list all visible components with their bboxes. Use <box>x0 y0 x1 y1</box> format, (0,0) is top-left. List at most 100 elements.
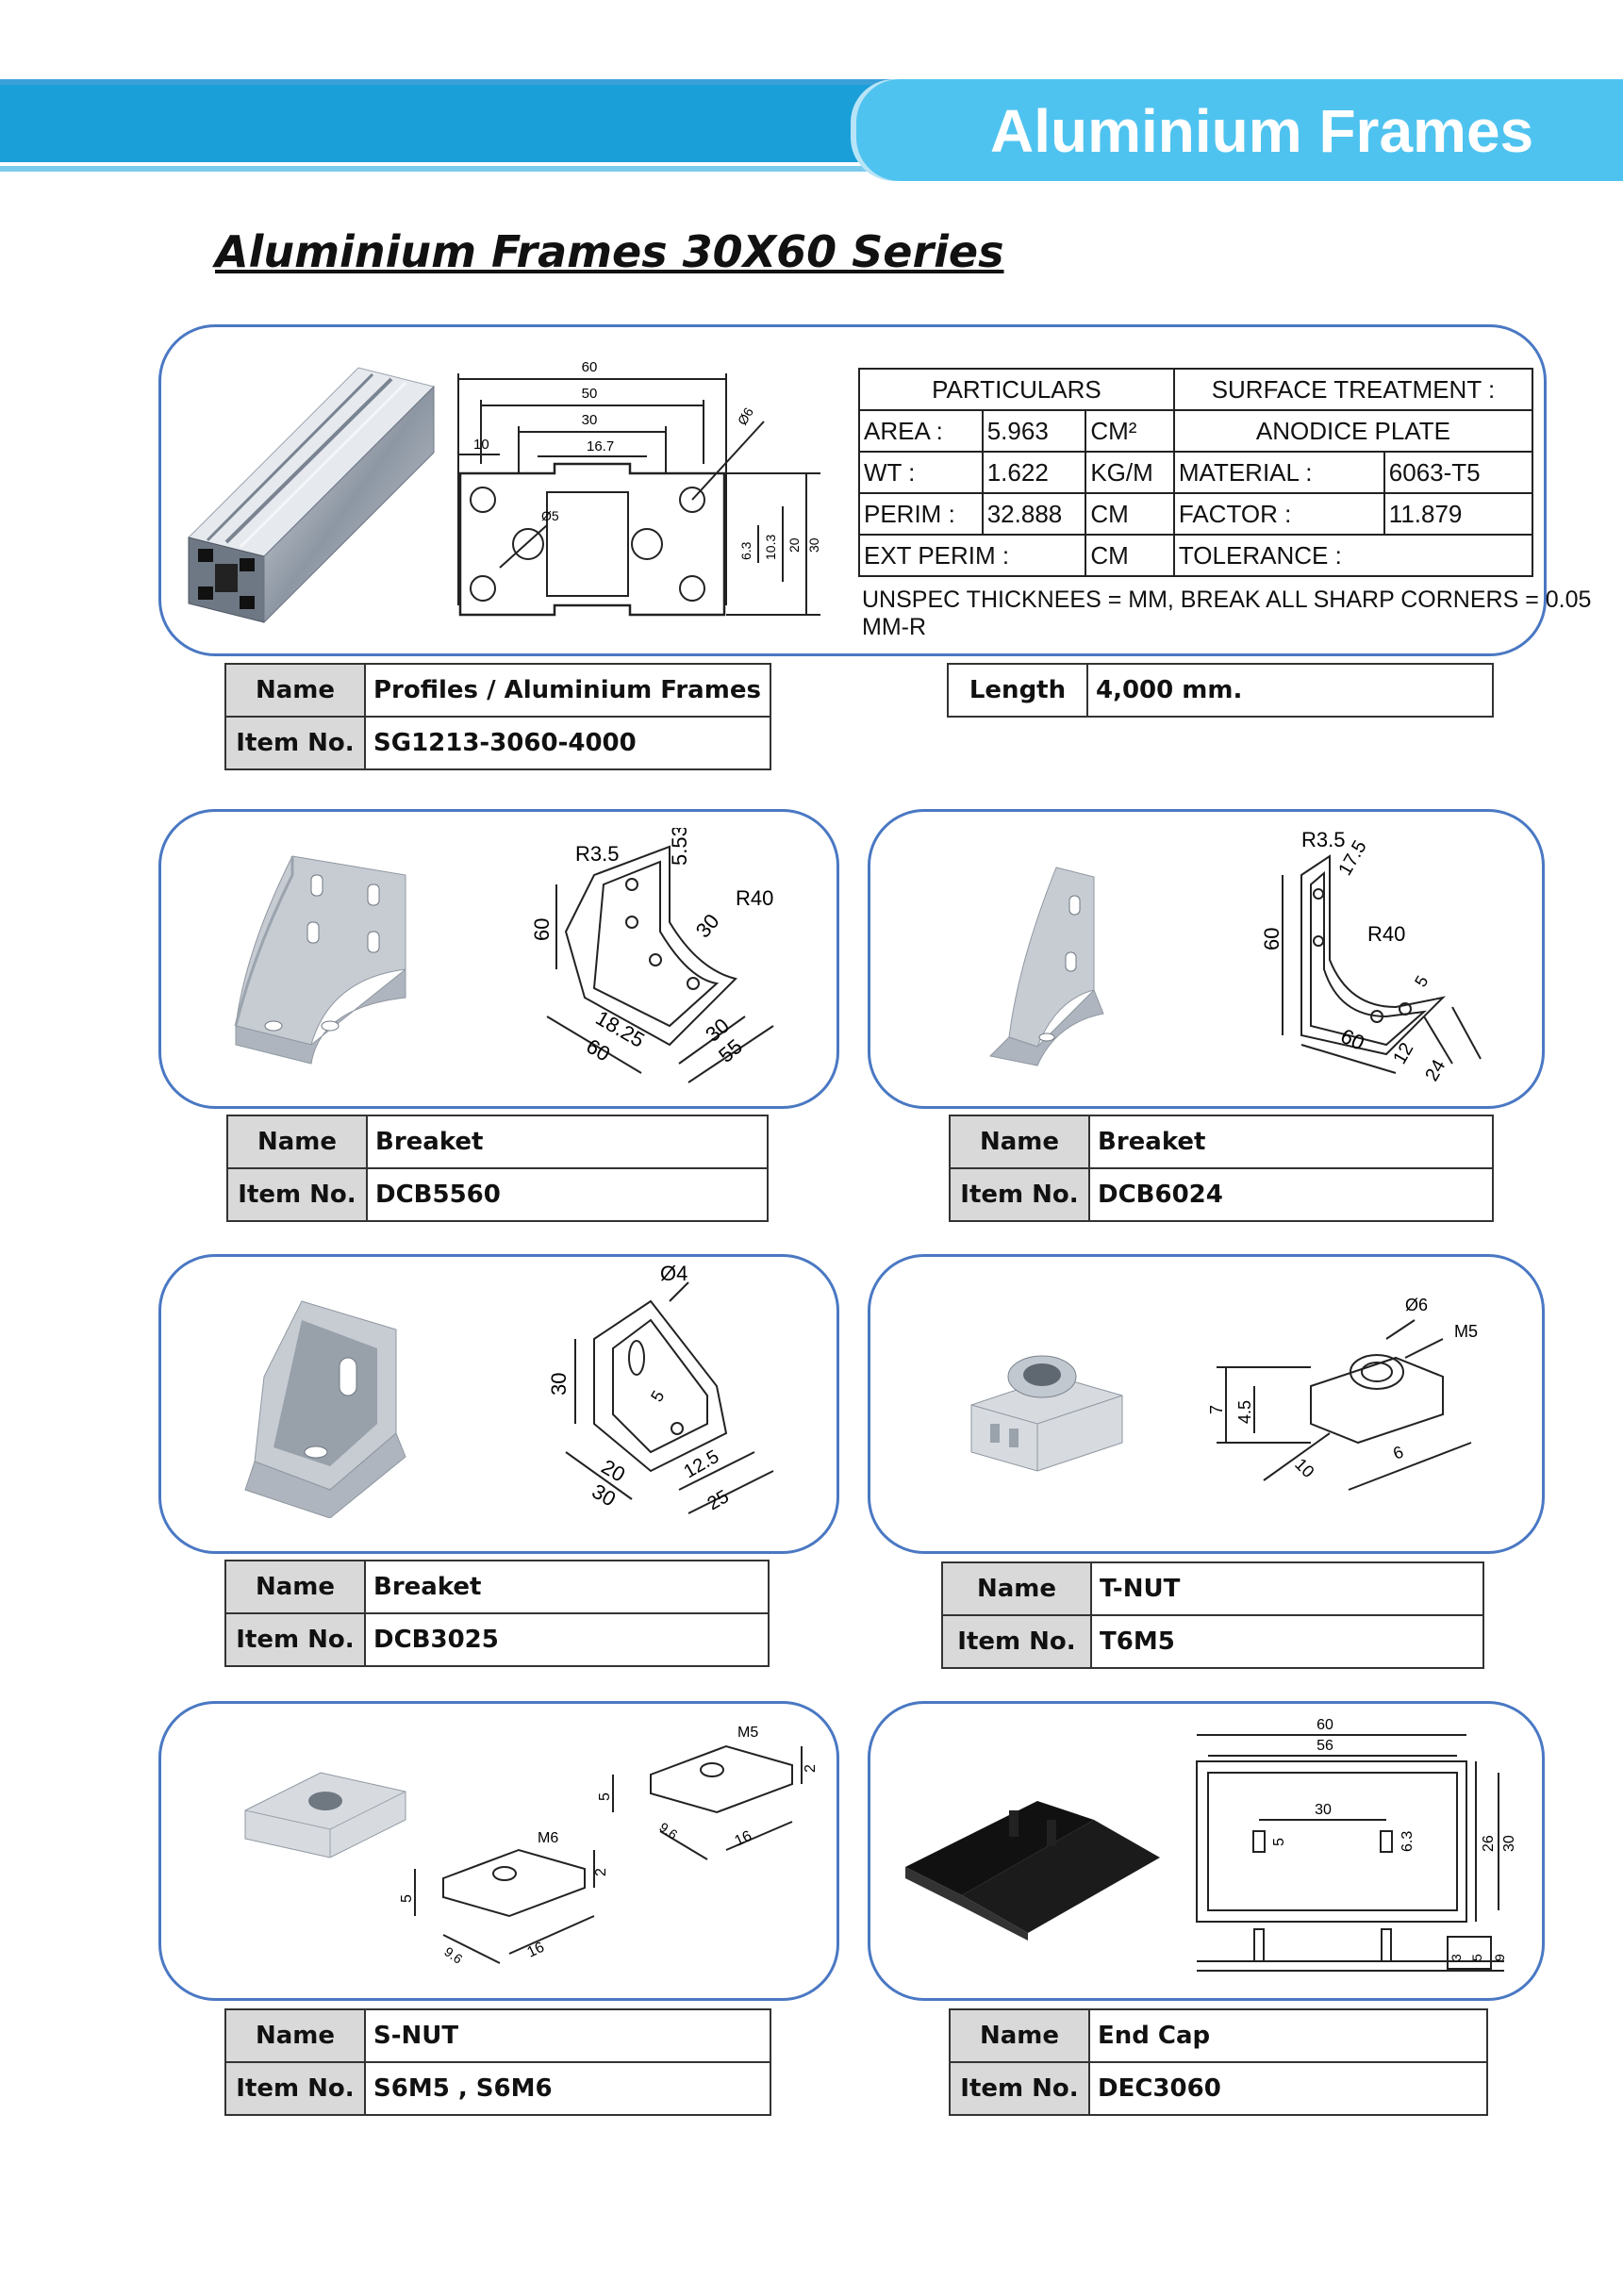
spec-ext-perim-unit: CM <box>1085 534 1175 577</box>
dim-12: 12 <box>1389 1039 1417 1067</box>
end-cap-image <box>905 1801 1160 1941</box>
dim-56: 56 <box>1317 1738 1333 1754</box>
dim-60-vertical: 60 <box>530 918 554 941</box>
dim-16-bottom: 16 <box>525 1940 547 1961</box>
dim-r40: R40 <box>1367 922 1405 946</box>
dim-9: 9 <box>1492 1954 1507 1961</box>
dim-6-3: 6.3 <box>1399 1831 1416 1852</box>
end-cap-drawing: 60 56 30 5 6.3 26 30 3 5 9 <box>1196 1717 1517 1972</box>
name-label: Name <box>224 2008 366 2063</box>
spec-particulars: PARTICULARS <box>858 368 1175 411</box>
profile-name-label: Name <box>224 663 366 718</box>
spec-material-label: MATERIAL : <box>1172 451 1385 494</box>
spec-wt-unit: KG/M <box>1085 451 1175 494</box>
header-band-top <box>0 79 1623 85</box>
profile-drawing: 60 50 30 10 16.7 Ø5 Ø6 6.3 10.3 20 30 <box>457 359 820 617</box>
dim-phi4: Ø4 <box>660 1264 687 1285</box>
s-nut-drawing: M5 5 2 9.6 16 M6 5 2 9.6 16 <box>399 1725 819 1967</box>
spec-area-label: AREA : <box>858 409 984 453</box>
item-label: Item No. <box>226 1167 368 1222</box>
header-band-line <box>0 166 1623 172</box>
part-name: Breaket <box>1088 1115 1494 1169</box>
t-nut-image <box>970 1355 1123 1472</box>
profile-info-table: Name Profiles / Aluminium Frames Item No… <box>224 663 771 770</box>
dim-60: 60 <box>582 359 598 375</box>
spec-area-unit: CM² <box>1085 409 1175 453</box>
dim-10-3: 10.3 <box>763 535 778 560</box>
dim-12-5: 12.5 <box>681 1446 723 1483</box>
profile-item-value: SG1213-3060-4000 <box>364 716 771 770</box>
dim-5: 5 <box>647 1387 668 1405</box>
profile-item-label: Item No. <box>224 716 366 770</box>
dim-30: 30 <box>582 412 598 428</box>
part-item-no: DCB6024 <box>1088 1167 1494 1222</box>
spec-tolerance-label: TOLERANCE : <box>1172 534 1534 577</box>
dim-30: 30 <box>1315 1802 1332 1818</box>
dim-5-side: 5 <box>1469 1954 1484 1961</box>
dim-m6: M6 <box>538 1830 558 1846</box>
bracket-dcb5560-drawing: R3.5 5.53 R40 60 30 18.25 60 30 55 <box>530 828 774 1083</box>
series-title: Aluminium Frames 30X60 Series <box>215 226 1004 277</box>
dim-60: 60 <box>1317 1717 1333 1733</box>
dim-2-bottom: 2 <box>593 1868 609 1876</box>
bracket-dcb6024-drawing: R3.5 17.5 60 R40 5 60 12 24 <box>1260 828 1482 1085</box>
part-name: T-NUT <box>1090 1561 1484 1616</box>
s-nut-image <box>244 1772 406 1858</box>
dim-60-base: 60 <box>583 1034 615 1066</box>
dim-30-vertical: 30 <box>1501 1835 1517 1852</box>
dim-phi5: Ø5 <box>541 508 559 523</box>
dim-4-5: 4.5 <box>1235 1400 1254 1424</box>
part-item-no: S6M5 , S6M6 <box>364 2061 771 2116</box>
t-nut-drawing: Ø6 M5 7 4.5 10 6 <box>1207 1296 1478 1491</box>
dim-phi6: Ø6 <box>1405 1296 1428 1314</box>
profile-length-value: 4,000 mm. <box>1086 663 1494 718</box>
part-name: Breaket <box>364 1560 770 1614</box>
item-label: Item No. <box>224 2061 366 2116</box>
part-item-no: DCB5560 <box>366 1167 769 1222</box>
dim-9-6-top: 9.6 <box>656 1819 680 1842</box>
profile-length-label: Length <box>947 663 1088 718</box>
profile-name-value: Profiles / Aluminium Frames <box>364 663 771 718</box>
dim-30: 30 <box>691 909 724 942</box>
info-table-s-nut: Name S-NUT Item No. S6M5 , S6M6 <box>224 2008 771 2116</box>
bracket-dcb6024-image <box>988 867 1104 1066</box>
name-label: Name <box>949 1115 1090 1169</box>
dim-26: 26 <box>1481 1835 1497 1852</box>
dim-30-vertical: 30 <box>806 537 820 553</box>
dim-20: 20 <box>787 537 802 553</box>
name-label: Name <box>224 1560 366 1614</box>
dim-r3-5: R3.5 <box>575 842 619 866</box>
part-name: Breaket <box>366 1115 769 1169</box>
dim-50: 50 <box>582 386 598 402</box>
dim-r3-5: R3.5 <box>1301 828 1345 851</box>
part-item-no: T6M5 <box>1090 1614 1484 1669</box>
profile-length-table: Length 4,000 mm. <box>947 663 1494 718</box>
info-table-dcb3025: Name Breaket Item No. DCB3025 <box>224 1560 770 1667</box>
spec-wt-value: 1.622 <box>981 451 1087 494</box>
dim-5-bottom: 5 <box>399 1894 415 1903</box>
bracket-dcb5560-image <box>234 855 406 1065</box>
item-label: Item No. <box>949 1167 1090 1222</box>
spec-factor-label: FACTOR : <box>1172 492 1385 536</box>
bracket-dcb3025-drawing: Ø4 30 5 20 30 12.5 25 <box>547 1264 774 1514</box>
spec-area-value: 5.963 <box>981 409 1087 453</box>
dim-16-top: 16 <box>733 1828 754 1850</box>
dim-24: 24 <box>1421 1056 1449 1084</box>
bracket-dcb3025-image <box>244 1300 406 1518</box>
part-panel-s-nut <box>158 1701 839 2001</box>
dim-3: 3 <box>1449 1954 1464 1961</box>
spec-wt-label: WT : <box>858 451 984 494</box>
dim-2-top: 2 <box>803 1764 819 1773</box>
dim-30-vertical: 30 <box>547 1373 571 1396</box>
header-tab <box>856 79 1623 181</box>
dim-5: 5 <box>1271 1838 1287 1846</box>
dim-phi6: Ø6 <box>735 405 756 427</box>
dim-9-6-bottom: 9.6 <box>441 1943 465 1966</box>
dim-m5: M5 <box>737 1725 758 1741</box>
item-label: Item No. <box>224 1612 366 1667</box>
part-item-no: DEC3060 <box>1088 2061 1488 2116</box>
info-table-t6m5: Name T-NUT Item No. T6M5 <box>941 1561 1484 1669</box>
item-label: Item No. <box>941 1614 1092 1669</box>
info-table-dcb5560: Name Breaket Item No. DCB5560 <box>226 1115 769 1222</box>
spec-perim-label: PERIM : <box>858 492 984 536</box>
